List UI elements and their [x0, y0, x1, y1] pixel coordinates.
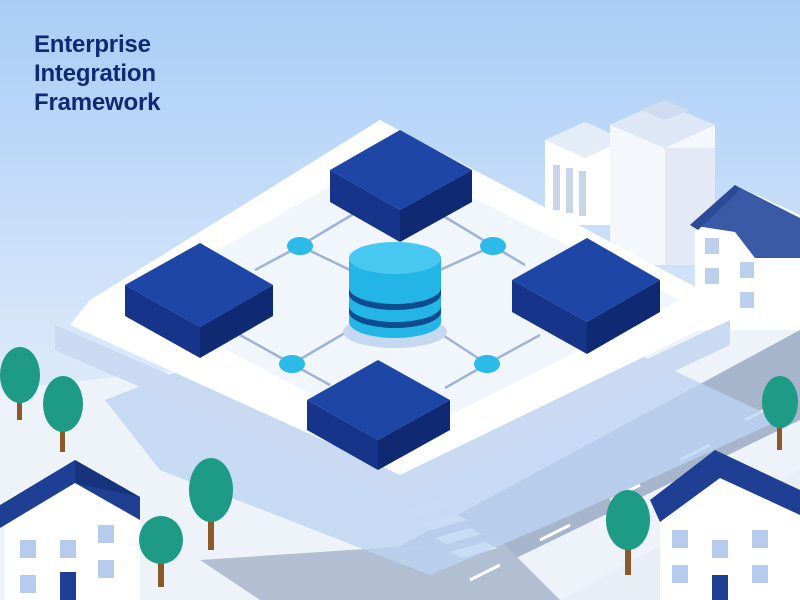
house-bottom-left — [0, 460, 140, 600]
page-title: Enterprise Integration Framework — [34, 30, 160, 117]
title-line-2: Integration — [34, 60, 156, 87]
house-top-right — [690, 185, 800, 330]
server-block-icon-bottom — [307, 360, 450, 470]
office-towers — [545, 100, 715, 265]
tree — [43, 376, 83, 452]
server-block-icon-top — [330, 130, 472, 242]
house-bottom-right — [650, 450, 800, 600]
title-line-1: Enterprise — [34, 31, 151, 58]
trees — [0, 347, 798, 587]
tree — [139, 516, 183, 587]
server-block-icon-right — [512, 238, 660, 354]
title-line-3: Framework — [34, 89, 161, 116]
tree — [606, 490, 650, 575]
connector-node-icon — [279, 355, 305, 373]
tree — [762, 376, 798, 450]
connector-nodes — [279, 237, 506, 373]
connector-node-icon — [474, 355, 500, 373]
database-icon — [343, 242, 447, 348]
connector-node-icon — [480, 237, 506, 255]
tree — [189, 458, 233, 550]
server-block-icon-left — [125, 243, 273, 358]
tree — [0, 347, 40, 420]
connector-node-icon — [287, 237, 313, 255]
